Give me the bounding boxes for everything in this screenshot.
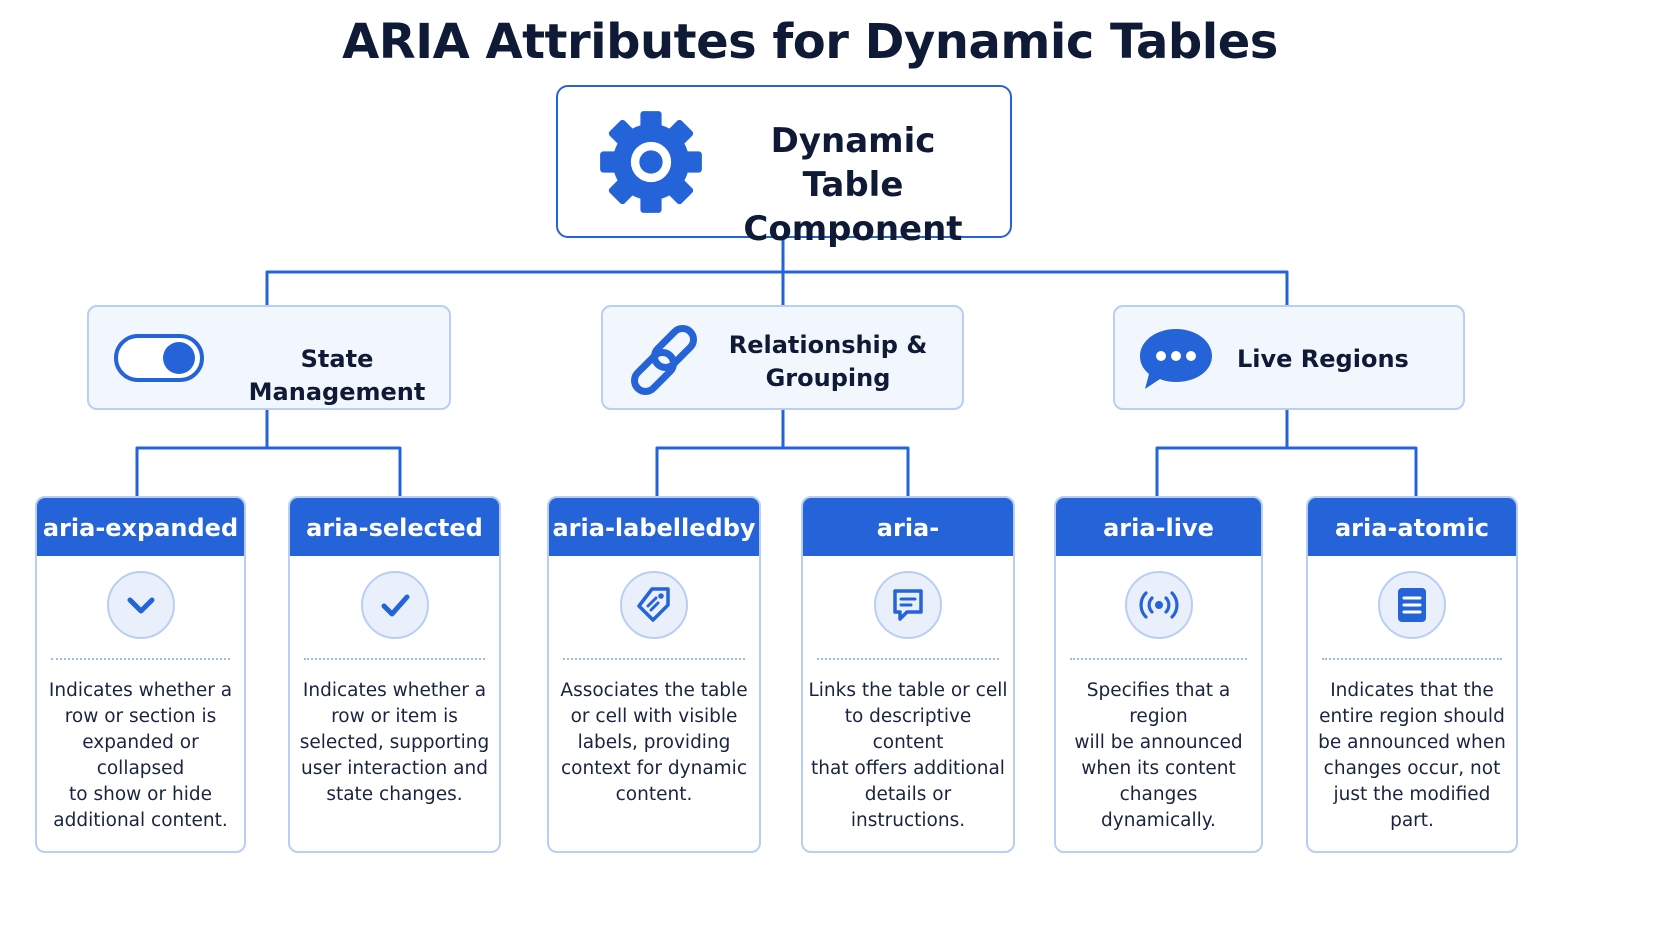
desc-line: that offers additional bbox=[811, 758, 1005, 779]
category-label: State Management bbox=[248, 345, 426, 406]
connector-root bbox=[265, 238, 1289, 305]
desc-line: row or item is bbox=[331, 706, 458, 727]
desc-line: just the modified part. bbox=[1333, 784, 1491, 831]
card-aria-labelledby: aria-labelledby Associates the table or … bbox=[547, 496, 761, 853]
desc-line: changes occur, not bbox=[1323, 758, 1501, 779]
root-label-line1: Dynamic Table bbox=[770, 121, 936, 205]
desc-line: selected, supporting bbox=[299, 732, 490, 753]
root-label-line2: Component bbox=[743, 209, 963, 249]
desc-line: details or bbox=[864, 784, 952, 805]
chat-bubble-icon bbox=[1140, 329, 1212, 389]
desc-line: expanded or collapsed bbox=[82, 732, 199, 779]
card-icon-badge bbox=[360, 571, 429, 639]
chain-link-icon bbox=[631, 325, 697, 395]
card-icon-badge bbox=[1378, 571, 1446, 639]
broadcast-icon bbox=[1138, 591, 1179, 619]
card-aria-expanded: aria-expanded Indicates whether a row or… bbox=[35, 496, 246, 853]
comment-icon bbox=[893, 589, 923, 621]
category-label-line1: Relationship & bbox=[728, 331, 928, 359]
checkmark-icon bbox=[381, 594, 409, 617]
card-icon-badge bbox=[106, 571, 175, 639]
category-live-regions: Live Regions bbox=[1113, 305, 1465, 410]
chevron-down-icon bbox=[127, 597, 154, 614]
desc-line: changes dynamically. bbox=[1101, 784, 1216, 831]
connector-live bbox=[1155, 410, 1418, 496]
card-divider bbox=[563, 658, 745, 660]
desc-line: to descriptive content bbox=[844, 706, 972, 753]
card-divider bbox=[1322, 658, 1502, 660]
desc-line: Links the table or cell bbox=[808, 680, 1008, 701]
desc-line: row or section is bbox=[64, 706, 217, 727]
card-title: aria-describedby bbox=[803, 498, 1013, 602]
desc-line: entire region should bbox=[1319, 706, 1505, 727]
card-divider bbox=[1070, 658, 1247, 660]
card-description: Specifies that a region will be announce… bbox=[1060, 678, 1257, 834]
desc-line: content. bbox=[615, 784, 693, 805]
root-label: Dynamic Table Component bbox=[728, 119, 978, 251]
card-aria-live: aria-live Specifies that a region will b… bbox=[1054, 496, 1263, 853]
card-aria-atomic: aria-atomic Indicates that the entire re… bbox=[1306, 496, 1518, 853]
desc-line: to show or hide bbox=[69, 784, 212, 805]
page-title: ARIA Attributes for Dynamic Tables bbox=[342, 14, 1278, 70]
root-node: Dynamic Table Component bbox=[556, 85, 1012, 249]
desc-line: context for dynamic bbox=[560, 758, 747, 779]
connector-relationship bbox=[655, 410, 910, 496]
document-icon bbox=[1398, 588, 1426, 622]
card-aria-describedby: aria-describedby Links the table or cell… bbox=[801, 496, 1015, 853]
desc-line: Associates the table bbox=[560, 680, 748, 701]
desc-line: additional content. bbox=[53, 810, 228, 831]
category-state-management: State Management bbox=[87, 305, 451, 410]
gear-icon bbox=[600, 111, 702, 213]
card-aria-selected: aria-selected Indicates whether a row or… bbox=[288, 496, 501, 853]
connector-state bbox=[135, 410, 402, 496]
desc-line: Indicates whether a bbox=[302, 680, 487, 701]
desc-line: will be announced bbox=[1074, 732, 1243, 753]
desc-line: when its content bbox=[1081, 758, 1236, 779]
category-relationship-grouping: Relationship & Grouping bbox=[601, 305, 964, 410]
desc-line: instructions. bbox=[850, 810, 966, 831]
desc-line: Specifies that a region bbox=[1086, 680, 1231, 727]
card-title: aria-atomic bbox=[1308, 498, 1516, 556]
card-icon-badge bbox=[1124, 571, 1193, 639]
card-title: aria-selected bbox=[290, 498, 499, 556]
desc-line: Indicates that the bbox=[1330, 680, 1494, 701]
tag-icon bbox=[637, 587, 670, 622]
desc-line: user interaction and bbox=[301, 758, 488, 779]
card-icon-badge bbox=[620, 571, 688, 639]
card-description: Links the table or cell to descriptive c… bbox=[807, 678, 1009, 834]
card-divider bbox=[304, 658, 485, 660]
category-label: Live Regions bbox=[1237, 345, 1409, 373]
desc-line: Indicates whether a bbox=[48, 680, 233, 701]
card-description: Indicates whether a row or section is ex… bbox=[41, 678, 240, 834]
card-description: Indicates whether a row or item is selec… bbox=[294, 678, 495, 808]
desc-line: be announced when bbox=[1318, 732, 1506, 753]
card-description: Indicates that the entire region should … bbox=[1312, 678, 1512, 834]
desc-line: or cell with visible bbox=[570, 706, 738, 727]
desc-line: state changes. bbox=[326, 784, 463, 805]
card-title: aria-labelledby bbox=[549, 498, 759, 556]
category-label: Relationship & Grouping bbox=[723, 329, 933, 395]
card-title: aria-expanded bbox=[37, 498, 244, 556]
category-label-line2: Grouping bbox=[765, 364, 891, 392]
card-title: aria-live bbox=[1056, 498, 1261, 556]
card-icon-badge bbox=[874, 571, 942, 639]
card-divider bbox=[817, 658, 999, 660]
toggle-switch-icon bbox=[114, 334, 204, 382]
card-divider bbox=[51, 658, 230, 660]
card-description: Associates the table or cell with visibl… bbox=[553, 678, 755, 808]
desc-line: labels, providing bbox=[577, 732, 731, 753]
